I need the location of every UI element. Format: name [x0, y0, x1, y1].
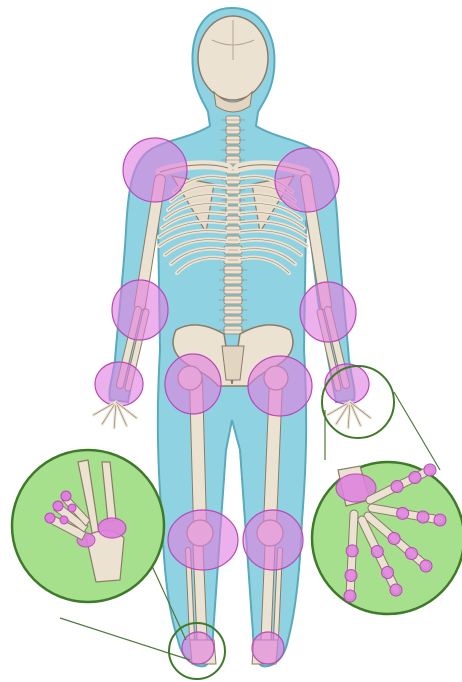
foot-detail-inset [12, 450, 164, 602]
elbow-right-joint-highlight [300, 282, 356, 342]
shoulder-left-joint-highlight [123, 138, 187, 202]
finger-joint-highlight [409, 472, 421, 484]
finger-joint-highlight [397, 507, 409, 519]
finger-joint-highlight [346, 545, 358, 557]
finger-joint-highlight [390, 584, 402, 596]
shoulder-right-joint-highlight [275, 148, 339, 212]
wrist-right-joint-highlight [325, 364, 369, 404]
wrist-left-joint-highlight [95, 362, 143, 406]
finger-joint-highlight [344, 590, 356, 602]
hand-detail-inset [312, 462, 462, 614]
finger-joint-highlight [417, 511, 429, 523]
finger-joint-highlight [420, 560, 432, 572]
hip-left-joint-highlight [165, 354, 221, 414]
finger-joint-highlight [424, 464, 436, 476]
hip-right-joint-highlight [248, 356, 312, 416]
finger-joint-highlight [382, 567, 394, 579]
finger-joint-highlight [371, 546, 383, 558]
finger-joint-highlight [388, 533, 400, 545]
finger-joint-highlight [391, 481, 403, 493]
knee-right-joint-highlight [243, 510, 303, 570]
finger-joint-highlight [406, 548, 418, 560]
foot-callout-line [60, 618, 190, 660]
hand-right [327, 402, 370, 428]
ankle-right-joint-highlight [252, 632, 284, 664]
finger-joint-highlight [345, 570, 357, 582]
finger-joint-highlight [434, 514, 446, 526]
elbow-left-joint-highlight [112, 280, 168, 340]
hand-left [93, 402, 136, 428]
knee-left-joint-highlight [168, 510, 238, 570]
